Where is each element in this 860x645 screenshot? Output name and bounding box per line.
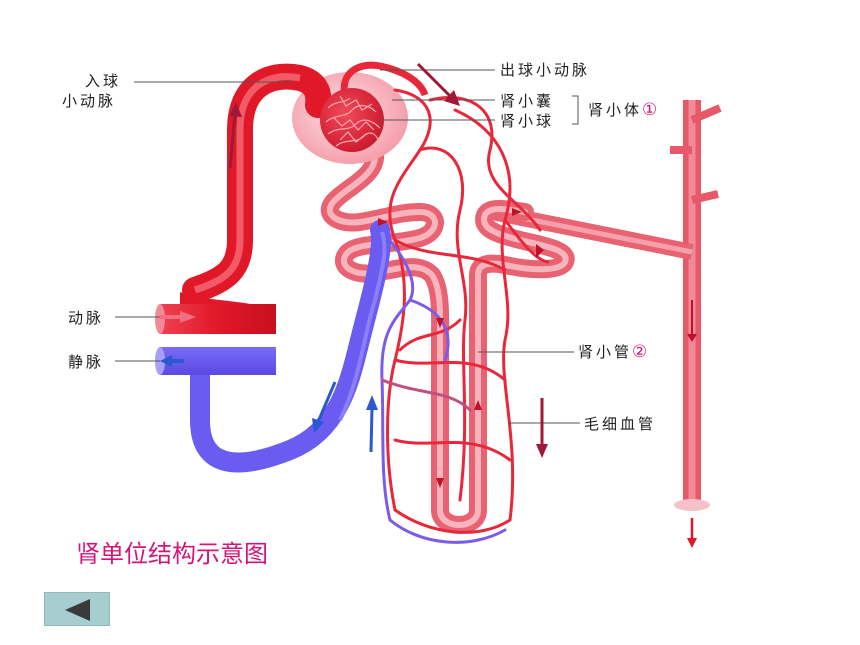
arrow-efferent-down: [416, 62, 460, 106]
arrow-vein-down: [312, 381, 337, 433]
label-efferent-arteriole: 出球小动脉: [500, 61, 591, 79]
label-renal-corpuscle: 肾小体①: [588, 101, 657, 119]
afferent-arteriole: [182, 63, 332, 303]
arrow-vein-up: [366, 395, 378, 453]
label-renal-corpuscle-text: 肾小体: [588, 101, 643, 119]
leader-lines: [115, 69, 580, 424]
label-glomerulus: 肾小球: [500, 112, 555, 130]
back-button[interactable]: [44, 592, 110, 626]
arrow-afferent-up: [228, 102, 242, 169]
label-afferent-arteriole-2: 小动脉: [62, 92, 117, 110]
arrow-tubule-small: [378, 208, 544, 488]
triangle-left-icon: [65, 599, 90, 621]
glomerulus: [320, 88, 384, 152]
label-renal-tubule-number: ②: [632, 342, 648, 362]
flow-arrows: [160, 62, 697, 548]
diagram-caption: 肾单位结构示意图: [76, 540, 268, 568]
label-capillary: 毛细血管: [584, 415, 657, 433]
renal-tubule: [321, 143, 575, 534]
label-renal-corpuscle-number: ①: [642, 100, 658, 120]
label-renal-tubule: 肾小管②: [578, 343, 647, 361]
label-artery: 动脉: [68, 309, 105, 327]
capillary-network: [378, 88, 550, 544]
efferent-arteriole: [340, 61, 429, 97]
label-renal-capsule: 肾小囊: [500, 92, 555, 110]
arrow-vein-out: [160, 355, 184, 367]
arrow-duct-out: [687, 518, 697, 548]
label-vein: 静脉: [68, 353, 105, 371]
label-afferent-arteriole-1: 入球: [85, 72, 122, 90]
arrow-artery-in: [160, 311, 196, 323]
arrow-capillary-down: [536, 398, 548, 458]
label-renal-tubule-text: 肾小管: [578, 343, 633, 361]
artery: [155, 292, 276, 334]
collecting-duct: [670, 100, 722, 511]
